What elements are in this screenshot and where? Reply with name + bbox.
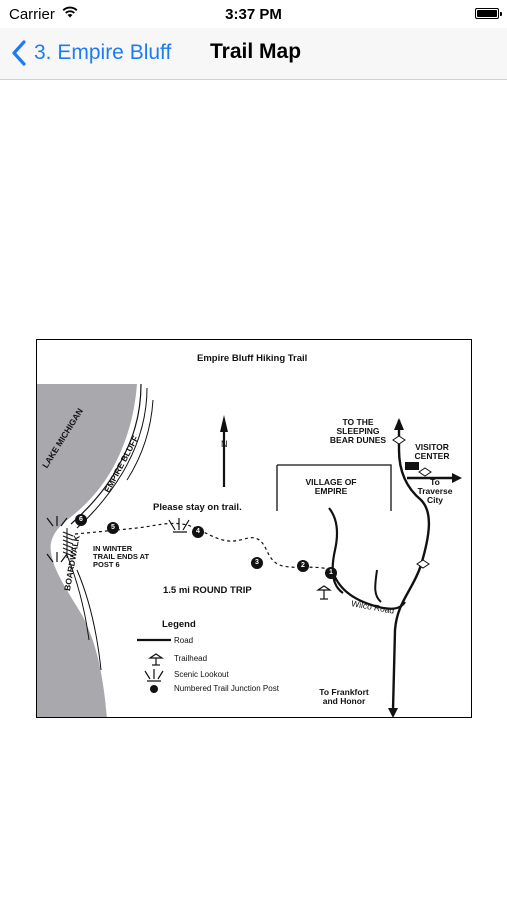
legend-item-trailhead: Trailhead	[174, 654, 208, 663]
legend-item-junction-post: Numbered Trail Junction Post	[174, 684, 279, 693]
route-shield	[392, 435, 432, 569]
winter-note-label: IN WINTER TRAIL ENDS AT POST 6	[93, 544, 150, 569]
sleeping-bear-dunes-label: TO THE SLEEPING BEAR DUNES	[329, 417, 387, 445]
trail-post-marker: 4	[192, 526, 204, 538]
trail-post-marker: 1	[325, 567, 337, 579]
status-time: 3:37 PM	[225, 6, 282, 23]
chevron-left-icon	[12, 40, 26, 66]
stay-on-trail-label: Please stay on trail.	[153, 502, 242, 513]
traverse-city-label: To Traverse City	[417, 477, 453, 505]
round-trip-label: 1.5 mi ROUND TRIP	[163, 585, 252, 596]
trail-map-image: 1 2 3 4 5 6 Empire Bluff Hiking Trail LA…	[36, 339, 472, 718]
battery-icon	[475, 8, 502, 19]
trail-post-marker: 6	[75, 514, 87, 526]
legend-item-road: Road	[174, 636, 194, 645]
wifi-icon	[62, 6, 78, 18]
village-of-empire-label: VILLAGE OF EMPIRE	[305, 477, 357, 496]
legend-item-scenic-lookout: Scenic Lookout	[174, 670, 229, 679]
north-label: N	[221, 439, 228, 449]
visitor-center-label: VISITOR CENTER	[414, 442, 450, 461]
carrier-label: Carrier	[9, 6, 55, 23]
page-title: Trail Map	[210, 40, 302, 63]
map-title: Empire Bluff Hiking Trail	[197, 353, 308, 364]
back-button-label: 3. Empire Bluff	[34, 41, 172, 64]
trail-post-marker: 3	[251, 557, 263, 569]
legend-title: Legend	[162, 619, 196, 630]
status-bar: Carrier 3:37 PM	[0, 0, 507, 28]
trail-post-marker: 5	[107, 522, 119, 534]
trail-post-marker: 2	[297, 560, 309, 572]
trailhead-icon	[316, 585, 332, 600]
trail-map-drawing	[37, 383, 462, 717]
back-button[interactable]: 3. Empire Bluff	[10, 38, 171, 68]
frankfort-honor-label: To Frankfort and Honor	[319, 687, 369, 706]
navigation-bar: 3. Empire Bluff Trail Map	[0, 28, 507, 80]
